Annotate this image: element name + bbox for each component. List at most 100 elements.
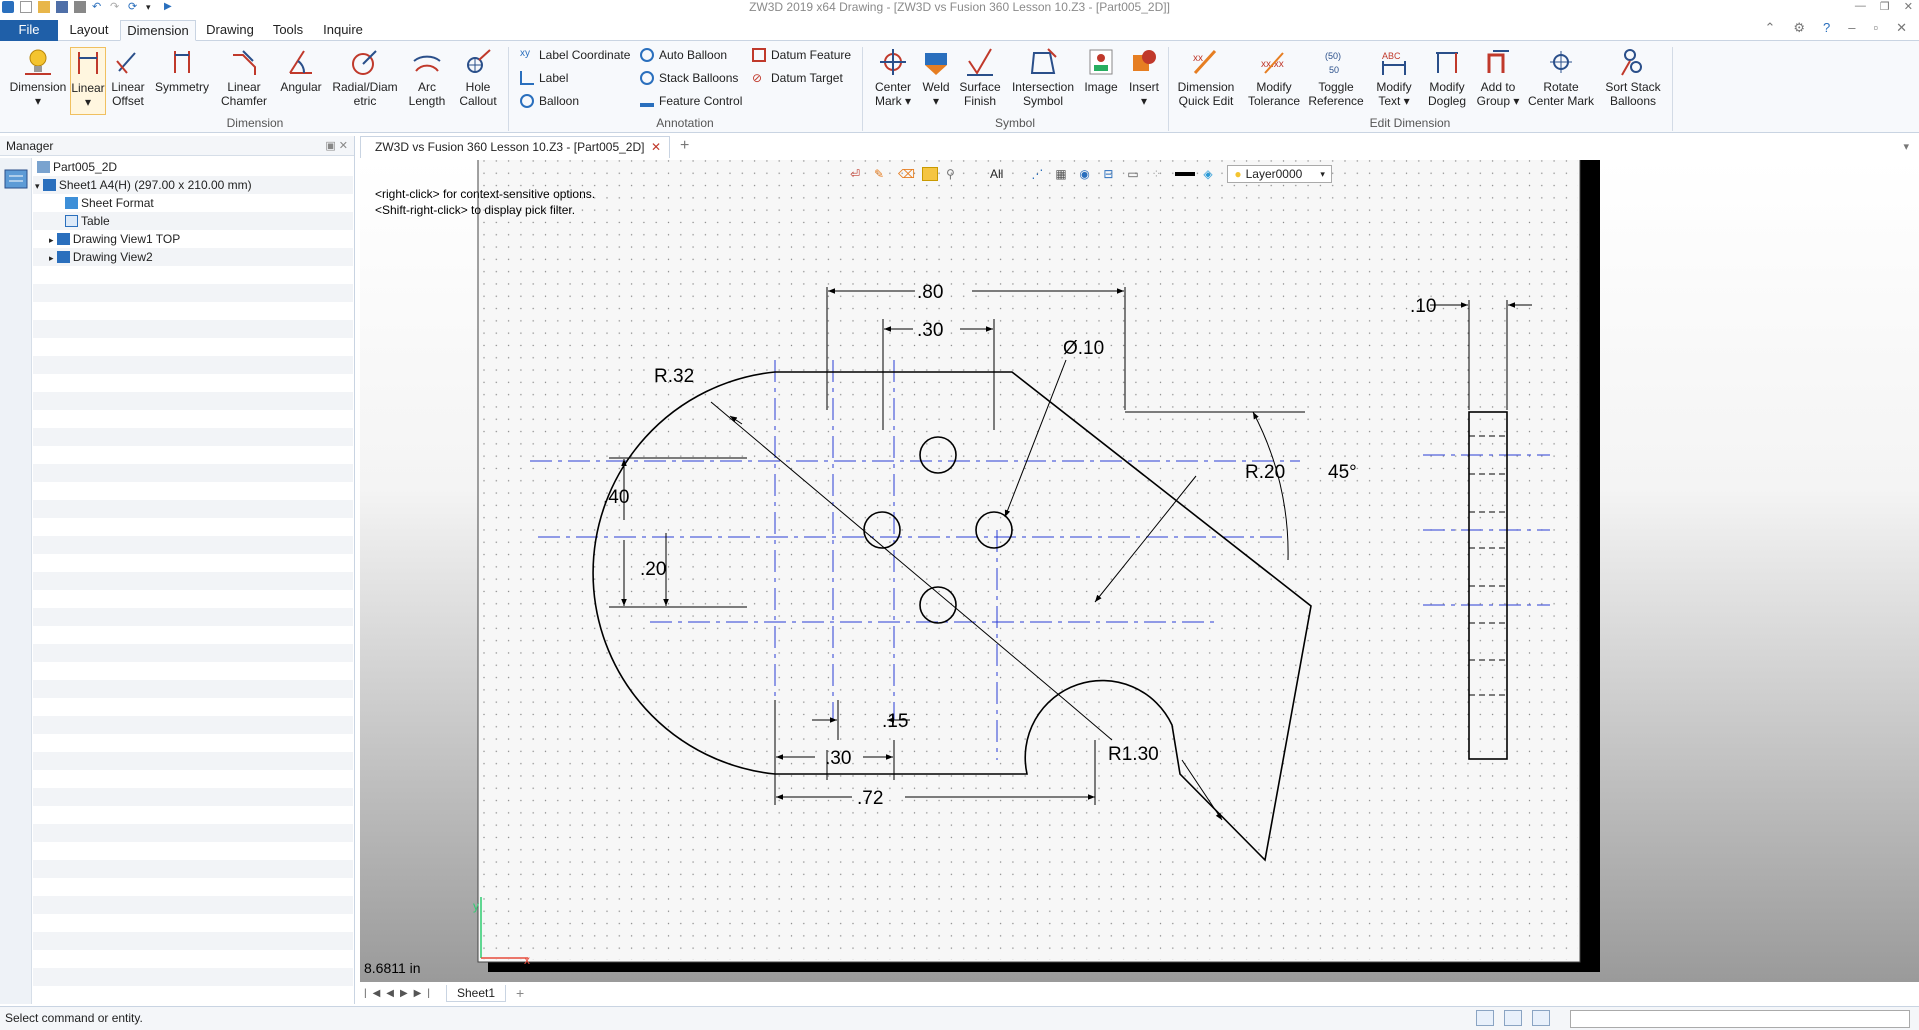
tab-dimension[interactable]: Dimension <box>120 20 196 41</box>
layer-select[interactable]: ● Layer0000 ▾ <box>1227 165 1332 183</box>
balloon-button[interactable]: Balloon <box>520 94 579 108</box>
tree-item-part[interactable]: Part005_2D <box>33 158 353 176</box>
sheet-tab-sheet1[interactable]: Sheet1 <box>445 984 507 1002</box>
dimension-button[interactable]: Dimension ▾ <box>6 47 70 108</box>
hole-callout-button[interactable]: Hole Callout <box>454 47 502 108</box>
center-mark-button[interactable]: Center Mark ▾ <box>868 47 918 108</box>
angular-button[interactable]: Angular <box>276 47 326 94</box>
close-tab-icon[interactable]: ✕ <box>650 140 661 154</box>
auto-balloon-button[interactable]: Auto Balloon <box>640 48 727 62</box>
collapse-chevron-icon[interactable]: ▾ <box>35 181 40 191</box>
line-type-icon[interactable] <box>1175 172 1196 176</box>
dropdown-icon[interactable]: ▾ <box>146 2 151 12</box>
dim-30-bottom[interactable]: .30 <box>825 748 851 769</box>
close-window-icon[interactable]: ✕ <box>1903 1 1913 13</box>
dim-10[interactable]: .10 <box>1410 296 1436 317</box>
sheet-nav-icons[interactable]: |◀◀▶▶| <box>364 987 436 999</box>
image-button[interactable]: Image <box>1080 47 1122 94</box>
drawing-canvas[interactable]: x y <box>360 160 1919 982</box>
history-manager-icon[interactable] <box>1 164 31 194</box>
linear-offset-button[interactable]: Linear Offset <box>108 47 148 108</box>
add-to-group-button[interactable]: Add to Group ▾ <box>1474 47 1522 108</box>
undo-icon[interactable]: ↶ <box>92 1 102 13</box>
expand-chevron-icon[interactable]: ▸ <box>49 253 54 263</box>
view-icon[interactable]: ◉ <box>1079 167 1090 181</box>
snap-icon[interactable]: ⋰ <box>1031 167 1044 181</box>
monitor-icon[interactable] <box>1504 1010 1522 1026</box>
dim-40[interactable]: .40 <box>603 487 629 508</box>
rotate-center-mark-button[interactable]: Rotate Center Mark <box>1526 47 1596 108</box>
tab-tools[interactable]: Tools <box>272 22 304 37</box>
minimize-icon[interactable]: — <box>1854 0 1866 12</box>
weld-button[interactable]: Weld ▾ <box>918 47 954 108</box>
dim-r32[interactable]: R.32 <box>654 366 694 387</box>
dim-r20[interactable]: R.20 <box>1245 462 1285 483</box>
grid-icon[interactable]: ▦ <box>1055 167 1067 181</box>
drawing-viewport[interactable]: x y <box>360 160 1919 982</box>
tree-item-drawing-view2[interactable]: ▸ Drawing View2 <box>33 248 353 266</box>
stack-balloons-button[interactable]: Stack Balloons <box>640 71 738 85</box>
add-sheet-icon[interactable]: + <box>516 985 525 1001</box>
display-icon[interactable]: ▭ <box>1127 167 1139 181</box>
exit-icon[interactable]: ⏎ <box>850 167 861 181</box>
redo-icon[interactable]: ↷ <box>110 1 120 13</box>
dim-30-top[interactable]: .30 <box>917 320 943 341</box>
dimension-quick-edit-button[interactable]: xx Dimension Quick Edit <box>1172 47 1240 108</box>
sort-stack-balloons-button[interactable]: Sort Stack Balloons <box>1598 47 1668 108</box>
ribbon-options-icon[interactable]: ▾ <box>1903 141 1909 153</box>
list-view-icon[interactable] <box>1532 1010 1550 1026</box>
settings-icon[interactable]: ⚙ <box>1793 20 1806 35</box>
tree-item-sheet-format[interactable]: Sheet Format <box>33 194 353 212</box>
pencil-icon[interactable]: ✎ <box>874 167 885 181</box>
restore-icon[interactable]: ❐ <box>1879 1 1890 13</box>
open-folder-icon[interactable] <box>38 1 50 13</box>
dim-20[interactable]: .20 <box>640 559 666 580</box>
command-input[interactable] <box>1570 1010 1910 1028</box>
tab-inquire[interactable]: Inquire <box>323 22 363 37</box>
layout-view-icon[interactable] <box>1476 1010 1494 1026</box>
intersection-symbol-button[interactable]: Intersection Symbol <box>1008 47 1078 108</box>
help-icon[interactable]: ? <box>1823 20 1831 35</box>
tree-item-table[interactable]: Table <box>33 212 353 230</box>
run-icon[interactable]: ▶ <box>164 1 172 12</box>
feature-control-button[interactable]: Feature Control <box>640 94 742 108</box>
toggle-reference-button[interactable]: (50)50 Toggle Reference <box>1306 47 1366 108</box>
radial-diametric-button[interactable]: Radial/Diam etric <box>330 47 400 108</box>
surface-finish-button[interactable]: Surface Finish <box>956 47 1004 108</box>
label-button[interactable]: Label <box>520 71 568 85</box>
insert-button[interactable]: Insert ▾ <box>1124 47 1164 108</box>
dim-r130[interactable]: R1.30 <box>1108 744 1159 765</box>
print-icon[interactable] <box>74 1 86 13</box>
expand-chevron-icon[interactable]: ▸ <box>49 235 54 245</box>
refresh-icon[interactable]: ⟳ <box>128 1 138 13</box>
datum-target-button[interactable]: ⊘Datum Target <box>752 71 843 85</box>
linear-chamfer-button[interactable]: Linear Chamfer <box>216 47 272 108</box>
file-menu[interactable]: File <box>0 20 58 41</box>
filter-select[interactable]: All <box>990 167 1004 181</box>
dim-72[interactable]: .72 <box>857 788 883 809</box>
dim-80[interactable]: .80 <box>917 282 943 303</box>
new-tab-plus-icon[interactable]: + <box>680 137 690 154</box>
eraser-icon[interactable]: ⌫ <box>898 167 915 181</box>
symmetry-button[interactable]: Symmetry <box>152 47 212 94</box>
dim-15[interactable]: .15 <box>882 711 908 732</box>
close-doc-icon[interactable]: ✕ <box>1896 20 1907 35</box>
min-doc-icon[interactable]: – <box>1848 20 1856 35</box>
modify-text-button[interactable]: ABC Modify Text ▾ <box>1368 47 1420 108</box>
restore-doc-icon[interactable]: ▫ <box>1873 20 1879 35</box>
layer-stack-icon[interactable]: ◈ <box>1203 167 1213 181</box>
modify-dogleg-button[interactable]: Modify Dogleg <box>1422 47 1472 108</box>
document-tab[interactable]: ZW3D vs Fusion 360 Lesson 10.Z3 - [Part0… <box>360 136 670 158</box>
collapse-ribbon-icon[interactable]: ⌃ <box>1764 20 1776 35</box>
frame-icon[interactable]: ⊟ <box>1103 167 1114 181</box>
new-file-icon[interactable] <box>20 1 32 13</box>
linear-button[interactable]: Linear ▾ <box>70 47 106 115</box>
arc-length-button[interactable]: Arc Length <box>404 47 450 108</box>
filter-icon[interactable]: ⚲ <box>946 167 955 181</box>
dim-dia-10[interactable]: Ø.10 <box>1063 338 1104 359</box>
tree-item-sheet1[interactable]: ▾ Sheet1 A4(H) (297.00 x 210.00 mm) <box>33 176 353 194</box>
datum-feature-button[interactable]: Datum Feature <box>752 48 851 62</box>
tree-item-drawing-view1[interactable]: ▸ Drawing View1 TOP <box>49 232 181 246</box>
save-icon[interactable] <box>56 1 68 13</box>
